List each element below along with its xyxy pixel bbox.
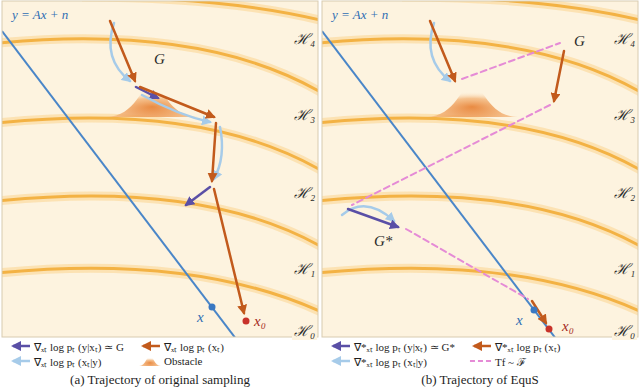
legend-text: Tf ~ ℱ	[495, 354, 526, 369]
legend-text: ∇*ₓₜ log pₜ (y|xₜ) ≃ G*	[354, 339, 455, 354]
legend-sample	[139, 355, 161, 366]
arrow-sample	[143, 345, 160, 348]
level-set-label: ℋ₁	[292, 258, 317, 278]
score-arrow	[214, 189, 244, 313]
point-label: x₀	[252, 313, 268, 330]
sample-dot	[546, 326, 553, 333]
level-set-label: ℋ₂	[612, 182, 637, 202]
level-set-label: ℋ₄	[292, 28, 317, 48]
guidance-arrow	[186, 187, 210, 205]
legend-sample	[333, 361, 350, 362]
level-set-label: ℋ₀	[292, 320, 317, 340]
score-arrow	[140, 87, 214, 117]
legend-sample	[13, 346, 30, 347]
transfer-dashed	[462, 43, 560, 79]
guidance-label: G	[572, 33, 587, 50]
legend-text: ∇ₓₜ log pₜ (y|xₜ) ≃ G	[34, 339, 124, 354]
caption: (a) Trajectory of original sampling	[70, 372, 250, 388]
ground-truth-dot	[209, 304, 216, 311]
obstacle-sample	[139, 355, 161, 366]
legend-text: ∇ₓₜ log pₜ (xₜ)	[164, 339, 224, 354]
guidance-arrow	[348, 209, 398, 227]
legend-text: ∇*ₓₜ log pₜ (xₜ|y)	[354, 354, 427, 369]
level-set-label: ℋ₁	[612, 258, 637, 278]
equation-label: y = Ax + n	[330, 7, 390, 23]
arrow-sample	[474, 345, 491, 348]
caption: (b) Trajectory of EquS	[421, 372, 538, 388]
panel-field	[318, 0, 640, 352]
level-set-label: ℋ₃	[292, 104, 317, 124]
arrow-sample	[333, 345, 350, 348]
arrow-sample	[13, 360, 30, 363]
panel-field	[0, 0, 332, 352]
legend-sample	[474, 346, 491, 347]
point-label: x	[514, 312, 525, 329]
legend-text: Obstacle	[164, 355, 202, 367]
point-label: x₀	[560, 318, 576, 335]
guidance-label: G*	[372, 233, 394, 250]
posterior-arrow	[142, 95, 210, 122]
level-set-label: ℋ₃	[612, 104, 637, 124]
score-arrow	[430, 21, 455, 81]
equation-label: y = Ax + n	[10, 7, 70, 23]
arrow-sample	[13, 345, 30, 348]
level-set-label: ℋ₂	[292, 182, 317, 202]
level-set-label: ℋ₀	[612, 320, 637, 340]
score-arrow	[110, 21, 135, 81]
level-set-label: ℋ₄	[612, 28, 637, 48]
ground-truth-dot	[531, 307, 538, 314]
legend-text: ∇ₓₜ log pₜ (xₜ|y)	[34, 354, 102, 369]
guidance-label: G	[152, 51, 167, 68]
dashed-sample	[470, 360, 492, 362]
point-label: x	[195, 309, 206, 326]
legend-sample	[13, 361, 30, 362]
arrow-sample	[333, 360, 350, 363]
score-arrow	[212, 123, 216, 181]
panel-border	[322, 1, 638, 337]
legend-sample	[333, 346, 350, 347]
transfer-dashed	[352, 105, 550, 205]
legend-sample	[470, 361, 492, 362]
score-arrow	[554, 51, 564, 101]
transfer-dashed	[406, 229, 528, 299]
sample-dot	[243, 318, 250, 325]
legend-text: ∇*ₓₜ log pₜ (xₜ)	[495, 339, 560, 354]
panel-border	[2, 1, 318, 337]
legend-sample	[143, 346, 160, 347]
